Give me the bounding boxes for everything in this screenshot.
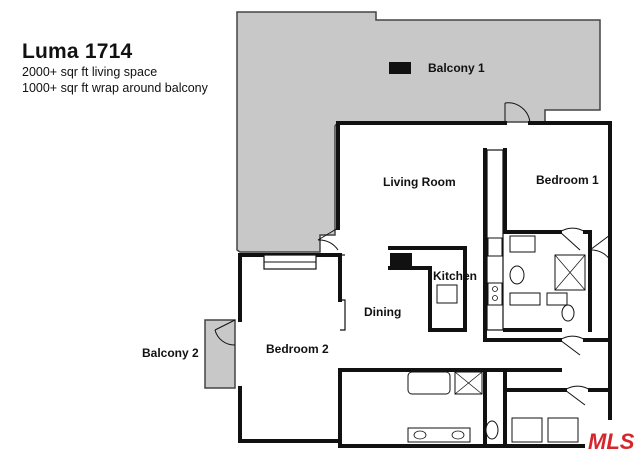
bath-1-vanity <box>509 235 536 253</box>
door-swings <box>214 102 611 406</box>
stove <box>487 282 503 306</box>
partitions <box>335 149 504 331</box>
label-bedroom-1: Bedroom 1 <box>536 173 599 187</box>
mls-logo-text: MLS <box>588 429 635 454</box>
bath-1-toilet <box>509 265 525 285</box>
living-space-note: 2000+ sqr ft living space <box>22 65 158 79</box>
range-block <box>390 253 412 268</box>
balcony-1-area <box>236 11 601 253</box>
label-balcony-2: Balcony 2 <box>142 346 199 360</box>
label-dining: Dining <box>364 305 401 319</box>
balcony-fixture <box>389 62 411 74</box>
kitchen-sink <box>436 284 458 304</box>
bath-2-vanity <box>407 427 471 443</box>
balcony-2-area <box>204 319 236 389</box>
listing-title: Luma 1714 <box>22 40 133 63</box>
interior-walls <box>338 148 612 448</box>
fridge <box>487 237 503 257</box>
label-kitchen: Kitchen <box>433 269 477 283</box>
bath-2-tub <box>407 371 451 395</box>
mls-logo: MLS <box>585 420 635 454</box>
plan-header: Luma 1714 2000+ sqr ft living space 1000… <box>22 40 208 96</box>
label-balcony-1: Balcony 1 <box>428 61 485 75</box>
balcony-note: 1000+ sqr ft wrap around balcony <box>22 81 208 95</box>
bath-2-toilet <box>485 420 499 440</box>
label-living-room: Living Room <box>383 175 456 189</box>
label-bedroom-2: Bedroom 2 <box>266 342 329 356</box>
exterior-walls <box>238 121 612 448</box>
